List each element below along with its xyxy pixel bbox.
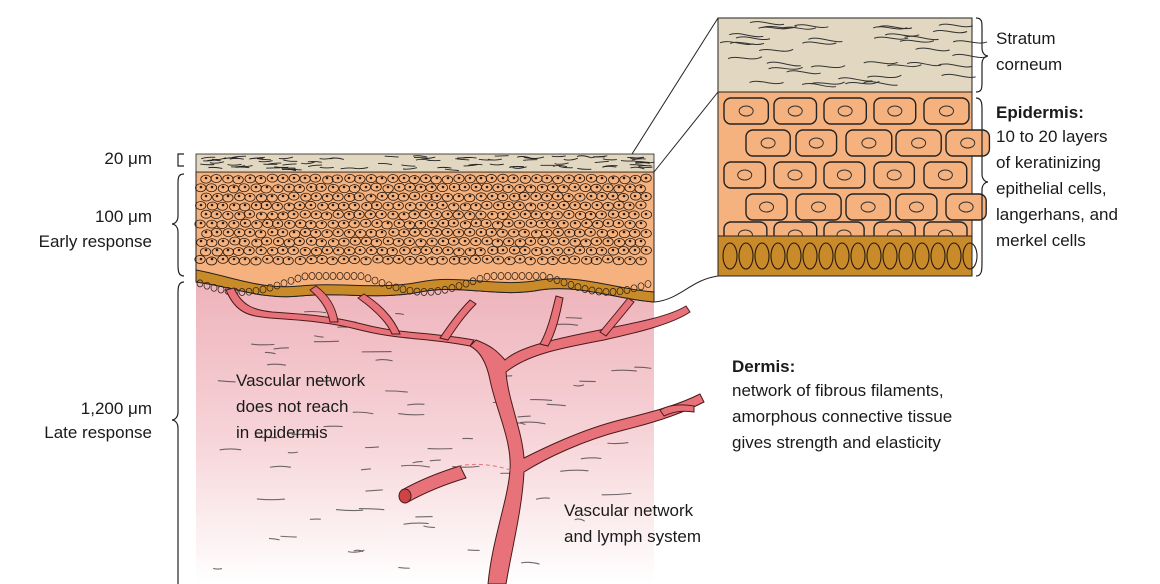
dermis-line: network of fibrous filaments, (732, 380, 944, 402)
left-brackets (172, 154, 184, 584)
epidermis-line: epithelial cells, (996, 178, 1107, 200)
vascular-lymph-line: Vascular network (564, 500, 693, 522)
dermis-line: amorphous connective tissue (732, 406, 952, 428)
dermis-line: gives strength and elasticity (732, 432, 941, 454)
epidermis-thickness-label: 100 μm (40, 206, 152, 228)
inset-magnified-view (718, 18, 989, 276)
epidermis-line: langerhans, and (996, 204, 1118, 226)
vascular-note-line: does not reach (236, 396, 348, 418)
vascular-note-line: in epidermis (236, 422, 328, 444)
corneum-thickness-label: 20 μm (40, 148, 152, 170)
epidermis-line: of keratinizing (996, 152, 1101, 174)
dermis-response-label: Late response (0, 422, 152, 444)
epidermis-response-label: Early response (0, 231, 152, 253)
vascular-lymph-line: and lymph system (564, 526, 701, 548)
epidermis-line: merkel cells (996, 230, 1086, 252)
dermis-thickness-label: 1,200 μm (40, 398, 152, 420)
stratum-corneum-label-line1: Stratum (996, 28, 1056, 50)
vascular-note-line: Vascular network (236, 370, 365, 392)
inset-epidermis-cells (724, 98, 989, 248)
dermis-title: Dermis: (732, 356, 795, 378)
stratum-corneum-label-line2: corneum (996, 54, 1062, 76)
epidermis-title: Epidermis: (996, 102, 1084, 124)
epidermis-line: 10 to 20 layers (996, 126, 1108, 148)
